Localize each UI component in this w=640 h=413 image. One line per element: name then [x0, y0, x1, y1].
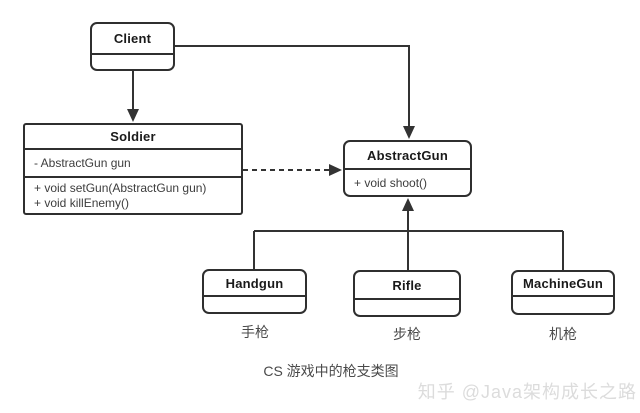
arrowhead-into-abstractgun-top [403, 126, 415, 139]
machinegun-empty-compartment [513, 295, 613, 313]
class-box-handgun: Handgun [202, 269, 307, 314]
class-title-soldier: Soldier [110, 129, 156, 144]
class-title-rifle: Rifle [392, 277, 422, 293]
label-rifle-cn: 步枪 [393, 326, 421, 342]
arrowhead-into-soldier [127, 109, 139, 122]
watermark: 知乎 @Java架构成长之路 [417, 382, 637, 402]
class-box-rifle: Rifle [353, 270, 461, 317]
class-title-client: Client [113, 31, 152, 46]
arrowhead-into-abstractgun-left [329, 164, 342, 176]
rifle-empty-compartment [355, 298, 459, 315]
edge-client-to-abstractgun [175, 45, 410, 129]
class-method: + void killEnemy() [34, 195, 130, 210]
class-title-machinegun: MachineGun [522, 276, 603, 291]
diagram-caption: CS 游戏中的枪支类图 [263, 363, 399, 379]
soldier-methods-compartment: + void setGun(AbstractGun gun) + void ki… [25, 176, 241, 213]
handgun-empty-compartment [204, 295, 305, 312]
class-box-abstractgun: AbstractGun + void shoot() [343, 140, 472, 197]
label-machinegun-cn: 机枪 [549, 326, 577, 342]
class-box-machinegun: MachineGun [511, 270, 615, 315]
class-method: + void setGun(AbstractGun gun) [34, 180, 207, 195]
class-title-handgun: Handgun [225, 275, 284, 291]
label-handgun-cn: 手枪 [241, 324, 269, 340]
class-title-abstractgun: AbstractGun [367, 147, 448, 163]
class-method: + void shoot() [354, 175, 428, 190]
class-box-client: Client [90, 22, 175, 71]
abstractgun-methods-compartment: + void shoot() [345, 168, 470, 195]
soldier-fields-compartment: - AbstractGun gun [25, 148, 241, 176]
arrowhead-into-abstractgun-bottom [402, 198, 414, 211]
class-box-soldier: Soldier - AbstractGun gun + void setGun(… [23, 123, 243, 215]
client-empty-compartment [92, 53, 173, 69]
class-field: - AbstractGun gun [34, 156, 131, 170]
